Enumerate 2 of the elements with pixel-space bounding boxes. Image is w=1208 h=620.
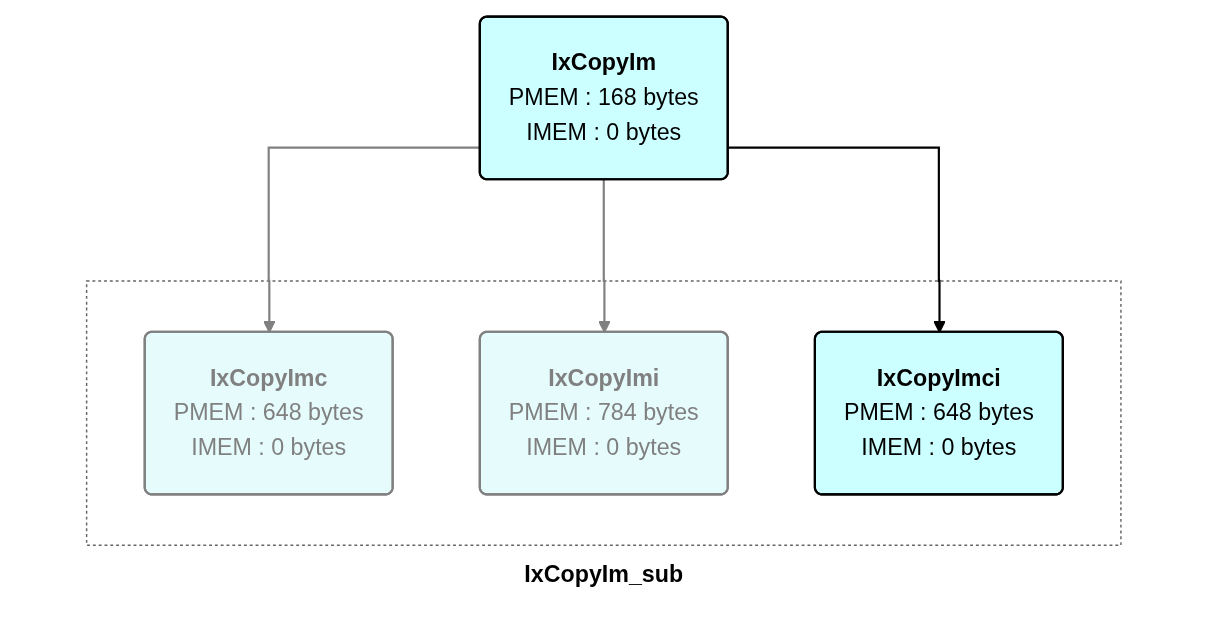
- cluster: [86, 280, 1122, 546]
- node-label: IxCopyIm_sub: [524, 561, 684, 586]
